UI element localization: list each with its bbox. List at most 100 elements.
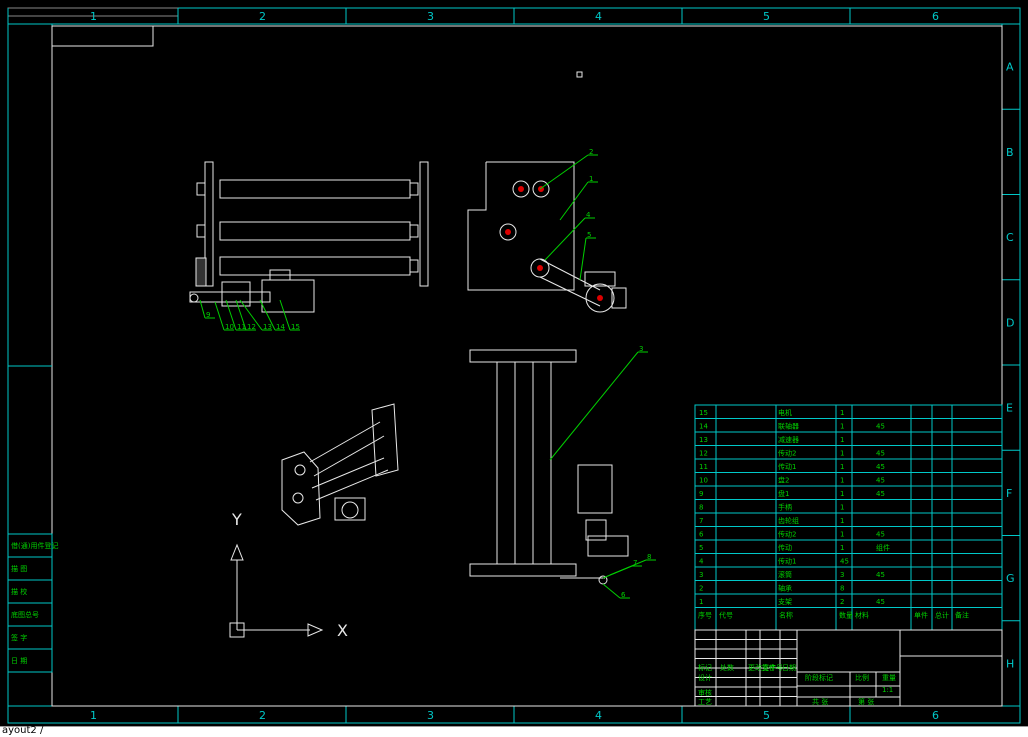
svg-text:11: 11 bbox=[699, 463, 708, 471]
title-block: 标记处数更改文件号签字日期设计审核工艺比例1:1阶段标记重量共 张第 张 bbox=[694, 629, 1003, 707]
svg-text:1: 1 bbox=[699, 598, 703, 606]
svg-text:3: 3 bbox=[699, 571, 703, 579]
column-marker: 5 bbox=[763, 709, 770, 722]
title-block-cell: 第 张 bbox=[858, 697, 874, 706]
svg-text:传动2: 传动2 bbox=[778, 449, 796, 458]
svg-text:盘2: 盘2 bbox=[778, 476, 789, 485]
bom-header-cell: 序号 bbox=[698, 611, 712, 620]
svg-text:8: 8 bbox=[699, 504, 703, 512]
svg-text:45: 45 bbox=[876, 531, 885, 539]
title-block-cell: 1:1 bbox=[882, 686, 893, 694]
leader-label: 6 bbox=[621, 591, 626, 599]
svg-text:传动2: 传动2 bbox=[778, 530, 796, 539]
strip-label: 借(通)用件登记 bbox=[11, 541, 58, 550]
svg-text:1: 1 bbox=[840, 450, 844, 458]
column-marker: 5 bbox=[763, 10, 770, 23]
svg-text:9: 9 bbox=[699, 490, 703, 498]
svg-text:45: 45 bbox=[876, 477, 885, 485]
svg-text:14: 14 bbox=[699, 423, 708, 431]
leader-label: 15 bbox=[291, 323, 300, 331]
svg-text:12: 12 bbox=[699, 450, 708, 458]
pick-box bbox=[576, 71, 583, 78]
title-block-cell: 设计 bbox=[698, 673, 712, 682]
svg-text:1: 1 bbox=[840, 517, 844, 525]
svg-text:10: 10 bbox=[699, 477, 708, 485]
svg-text:45: 45 bbox=[876, 490, 885, 498]
svg-text:7: 7 bbox=[699, 517, 703, 525]
leader-label: 10 bbox=[225, 323, 234, 331]
svg-text:电机: 电机 bbox=[778, 408, 792, 417]
svg-text:1: 1 bbox=[840, 490, 844, 498]
leader-label: 4 bbox=[586, 211, 591, 219]
title-block-cell: 共 张 bbox=[812, 697, 828, 706]
title-block-cell: 标记 bbox=[698, 663, 712, 672]
layout-tab-label[interactable]: ayout2 / bbox=[2, 725, 44, 736]
strip-label: 描 图 bbox=[11, 564, 27, 573]
svg-text:1: 1 bbox=[840, 436, 844, 444]
svg-text:6: 6 bbox=[699, 531, 704, 539]
svg-text:45: 45 bbox=[876, 463, 885, 471]
bom-header-cell: 名称 bbox=[779, 611, 793, 620]
svg-text:1: 1 bbox=[840, 531, 844, 539]
svg-text:45: 45 bbox=[876, 598, 885, 606]
svg-text:1: 1 bbox=[840, 477, 844, 485]
svg-text:轴承: 轴承 bbox=[778, 584, 792, 593]
bom-header-cell: 单件 bbox=[914, 611, 928, 620]
title-block-cell: 更改文件号 bbox=[748, 663, 783, 672]
svg-text:1: 1 bbox=[840, 544, 844, 552]
leader-label: 2 bbox=[589, 148, 593, 156]
svg-text:2: 2 bbox=[840, 598, 844, 606]
svg-text:传动1: 传动1 bbox=[778, 462, 796, 471]
layout-tab-bar[interactable]: ayout2 / bbox=[0, 725, 1028, 737]
svg-text:滚筒: 滚筒 bbox=[778, 570, 792, 579]
drawing-frame bbox=[51, 25, 1003, 707]
svg-text:45: 45 bbox=[876, 423, 885, 431]
axis-y-label: Y bbox=[231, 510, 242, 529]
column-marker: 6 bbox=[932, 10, 939, 23]
strip-label: 签 字 bbox=[11, 633, 27, 642]
front-view[interactable]: 1 2 4 5 bbox=[467, 148, 627, 313]
row-marker: A bbox=[1006, 61, 1014, 74]
column-marker: 4 bbox=[595, 10, 602, 23]
svg-text:45: 45 bbox=[876, 571, 885, 579]
svg-text:支架: 支架 bbox=[778, 597, 792, 606]
svg-text:5: 5 bbox=[699, 544, 703, 552]
leader-label: 7 bbox=[633, 559, 637, 567]
leader-label: 9 bbox=[206, 311, 210, 319]
leader-label: 1 bbox=[589, 175, 593, 183]
code-box bbox=[51, 25, 154, 47]
row-marker: H bbox=[1006, 657, 1014, 670]
title-block-cell: 工艺 bbox=[698, 698, 712, 706]
leader-label: 5 bbox=[587, 231, 591, 239]
svg-text:15: 15 bbox=[699, 409, 708, 417]
strip-label: 底图总号 bbox=[11, 610, 39, 619]
column-marker: 1 bbox=[90, 709, 97, 722]
row-marker: F bbox=[1006, 487, 1012, 500]
column-marker: 2 bbox=[259, 10, 266, 23]
svg-text:8: 8 bbox=[840, 585, 844, 593]
svg-text:2: 2 bbox=[699, 585, 703, 593]
leader-label: 14 bbox=[276, 323, 285, 331]
svg-text:手柄: 手柄 bbox=[778, 503, 792, 512]
bom-header-cell: 备注 bbox=[955, 611, 969, 620]
svg-text:45: 45 bbox=[840, 558, 849, 566]
ucs-icon: Y X bbox=[229, 510, 348, 640]
row-marker: G bbox=[1006, 572, 1015, 585]
bom-header-cell: 总计 bbox=[935, 611, 949, 620]
svg-text:联轴器: 联轴器 bbox=[778, 422, 799, 431]
svg-text:3: 3 bbox=[840, 571, 844, 579]
isometric-view[interactable] bbox=[281, 403, 399, 526]
svg-text:13: 13 bbox=[699, 436, 708, 444]
svg-text:传动: 传动 bbox=[778, 543, 792, 552]
axis-x-label: X bbox=[337, 621, 348, 640]
column-marker: 4 bbox=[595, 709, 602, 722]
svg-text:1: 1 bbox=[840, 504, 844, 512]
